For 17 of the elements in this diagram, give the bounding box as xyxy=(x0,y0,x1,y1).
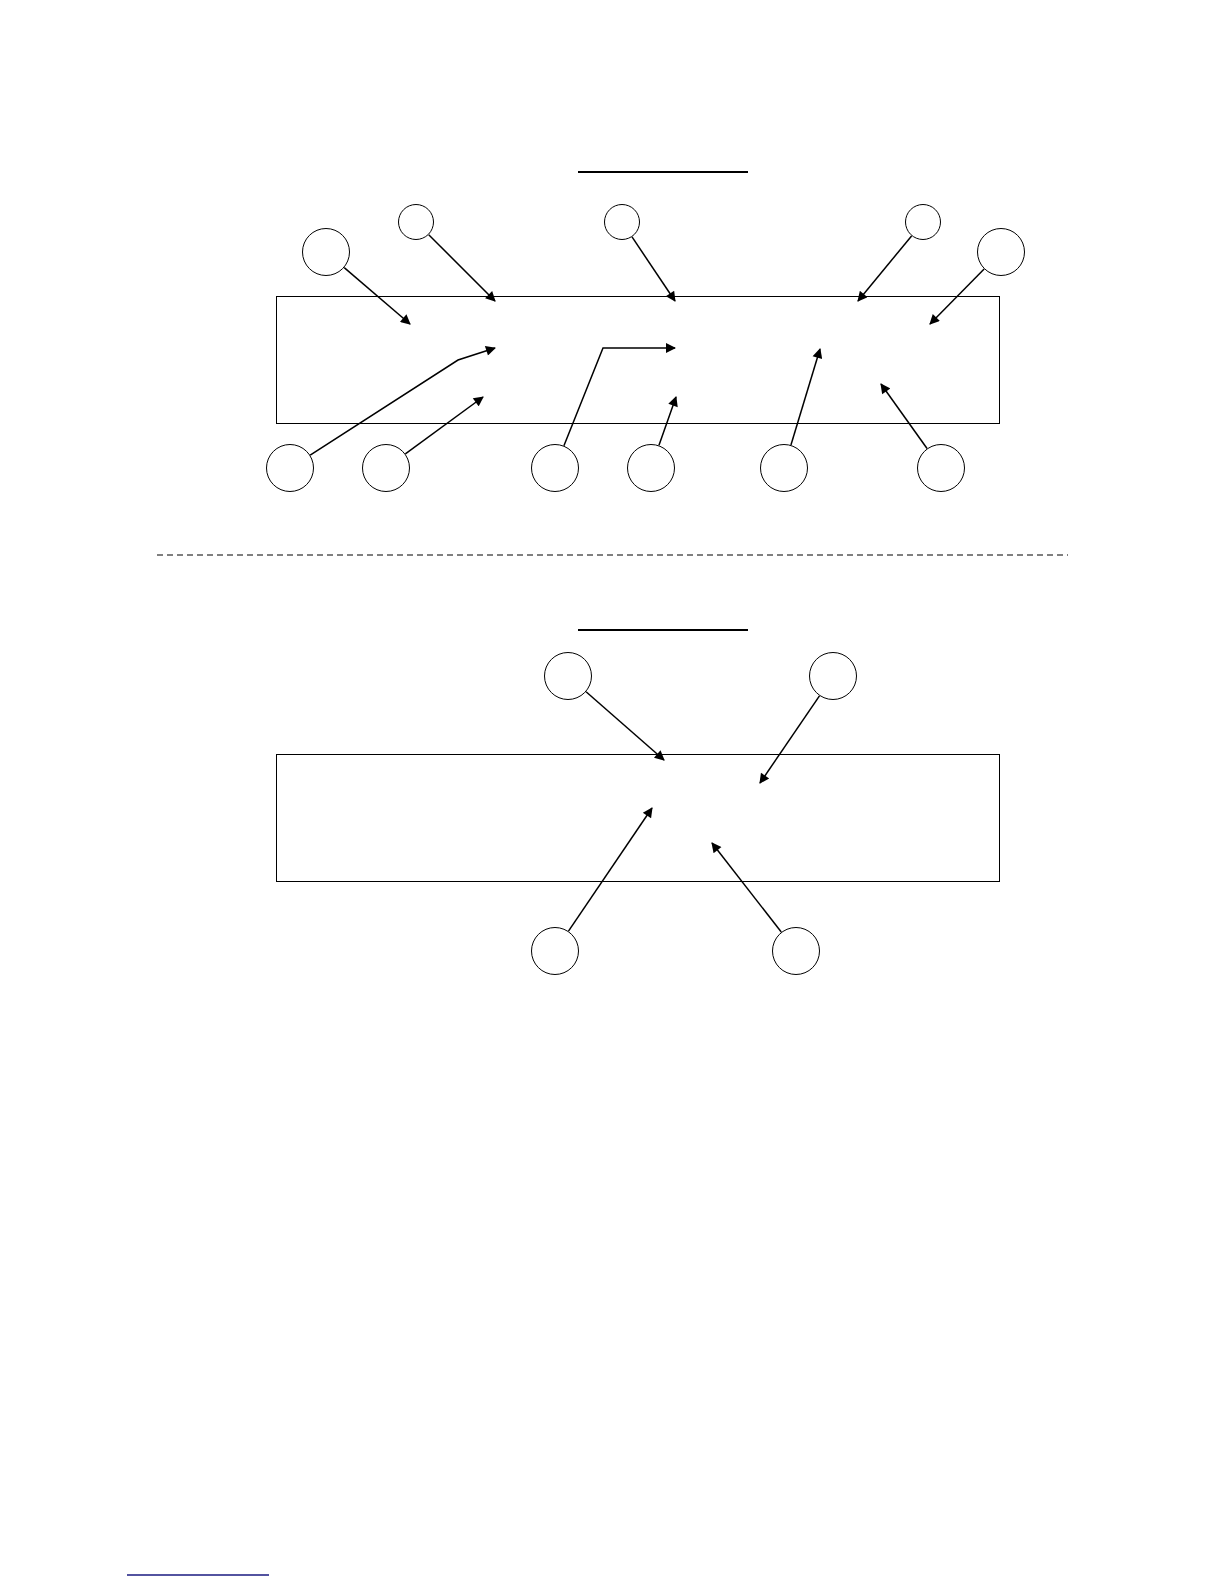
leader-arrow xyxy=(563,343,676,447)
leader-arrow xyxy=(404,396,484,455)
leader-arrow xyxy=(929,268,985,325)
leader-arrow xyxy=(309,346,496,456)
leader-arrow xyxy=(343,266,411,325)
label-box xyxy=(276,296,1000,424)
leader-arrow xyxy=(857,235,913,302)
leader-arrow xyxy=(585,691,665,761)
leader-arrow xyxy=(631,236,676,302)
leader-arrow xyxy=(428,234,496,302)
leader-arrow xyxy=(880,383,928,450)
leader-arrow xyxy=(711,842,782,933)
leader-arrow xyxy=(759,695,821,784)
leader-arrow xyxy=(790,348,823,446)
leader-arrow xyxy=(658,396,678,447)
label-box xyxy=(276,754,1000,882)
leader-arrow xyxy=(567,807,653,932)
